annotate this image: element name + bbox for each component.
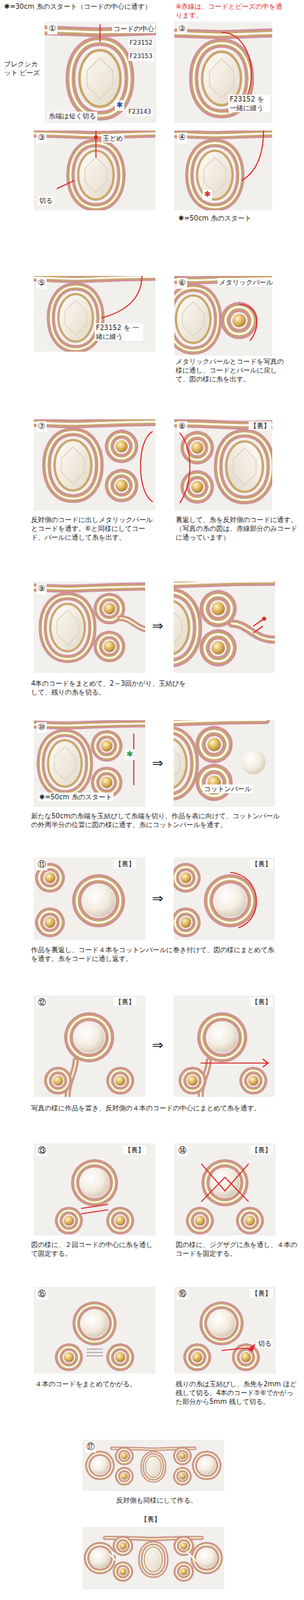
callout: F23152 を 一緒に縫う bbox=[94, 322, 144, 341]
callout: コードの中心 bbox=[112, 24, 156, 34]
arrow-sign: ⇒ bbox=[150, 616, 165, 634]
step-number: ⑤ bbox=[36, 277, 47, 289]
back-side-mark: 【裏】 bbox=[248, 420, 272, 430]
note: ※赤線は、コードとビーズの中を通ります。 bbox=[174, 2, 290, 20]
step-number: ① bbox=[47, 23, 58, 35]
instruction-text: ４本のコードをまとめてかがる。 bbox=[33, 1378, 157, 1387]
back-side-mark: 【裏】 bbox=[139, 1513, 163, 1523]
instruction-text: 反対側のコードに出しメタリックパールとコードを通す。⑥と同様にしてコード、パール… bbox=[29, 514, 155, 542]
instruction-text: 新たな50cmの糸端を玉結びして糸端を切り、作品を表に向けて、コットンパールの外… bbox=[29, 810, 282, 829]
instruction-text: 写真の様に作品を置き、反対側の４本のコードの中心にまとめて糸を通す。 bbox=[29, 1102, 282, 1112]
part-number: F23153 bbox=[128, 52, 155, 61]
back-side-mark: 【裏】 bbox=[113, 996, 137, 1006]
step-number: ⑮ bbox=[36, 1287, 48, 1299]
step-number: ⑦ bbox=[36, 420, 47, 432]
callout: ✱=50cm 糸のスタート bbox=[37, 791, 114, 801]
instruction-text: メタリックパールとコードを写真の様に通し、コードとパールに戻して、図の様に糸を出… bbox=[174, 356, 291, 384]
callout: メタリックパール bbox=[217, 277, 275, 287]
callout: 玉どめ bbox=[101, 133, 125, 143]
step-number: ⑩ bbox=[36, 721, 47, 733]
step-number: ② bbox=[176, 23, 188, 35]
start-mark: ✱ bbox=[124, 748, 135, 760]
step-number: ⑧ bbox=[176, 420, 188, 432]
back-side-mark: 【裏】 bbox=[249, 1144, 273, 1154]
arrow-sign: ⇒ bbox=[150, 888, 165, 906]
note: ✱=30cm 糸のスタート（コードの中心に通す） bbox=[2, 2, 153, 11]
instruction-text: 図の様に、２回コードの中心に糸を通して固定する。 bbox=[29, 1238, 157, 1257]
callout: ✱=50cm 糸のスタート bbox=[176, 213, 253, 223]
back-side-mark: 【裏】 bbox=[249, 858, 273, 868]
arrow-sign: ⇒ bbox=[150, 753, 165, 771]
instruction-text: 裏返して、糸を反対側のコードに通す。（写真の糸の図は、赤線部分のみコードに通って… bbox=[174, 514, 299, 542]
step-number: ⑫ bbox=[36, 996, 48, 1008]
callout: コットンパール bbox=[202, 783, 253, 793]
step-number: ⑰ bbox=[85, 1440, 96, 1452]
step-number: ④ bbox=[176, 132, 188, 144]
step-number: ⑪ bbox=[36, 858, 48, 870]
part-number: F23143 bbox=[127, 108, 153, 117]
callout: プレクシカット ビーズ bbox=[2, 59, 42, 78]
step-number: ⑥ bbox=[176, 277, 188, 289]
instruction-text: 図の様に、ジグザグに糸を通し、４本のコードを固定する。 bbox=[174, 1238, 300, 1257]
start-mark: ✱ bbox=[202, 189, 213, 200]
back-side-mark: 【裏】 bbox=[249, 1287, 273, 1297]
start-mark: ✱ bbox=[114, 99, 125, 111]
step-number: ⑯ bbox=[176, 1287, 188, 1299]
callout: 切る bbox=[256, 1337, 273, 1347]
step-number: ③ bbox=[36, 132, 47, 144]
back-side-mark: 【裏】 bbox=[249, 996, 273, 1006]
callout: 切る bbox=[37, 195, 55, 205]
instruction-text: 残りの糸は玉結びし、糸先を2mm ほど残して切る。4本のコード⑤⑥でかがった部分… bbox=[174, 1378, 300, 1405]
part-number: F23152 bbox=[128, 39, 155, 48]
instruction-text: 4本のコードをまとめて、2～3回かがり、玉結びをして、残りの糸を切る。 bbox=[29, 678, 192, 696]
back-side-mark: 【裏】 bbox=[122, 1144, 146, 1154]
callout: F23152 を 一緒に縫う bbox=[228, 94, 271, 113]
step-number: ⑨ bbox=[36, 583, 47, 594]
step-number: ⑭ bbox=[176, 1144, 188, 1156]
back-side-mark: 【裏】 bbox=[113, 858, 137, 868]
instruction-text: 反対側も同様にして作る。 bbox=[114, 1494, 199, 1504]
instruction-text: 作品を裏返し、コード４本をコットンパールに巻き付けて、図の様にまとめて糸を通す。… bbox=[29, 944, 282, 962]
step-number: ⑬ bbox=[36, 1144, 48, 1156]
arrow-sign: ⇒ bbox=[150, 1034, 165, 1053]
callout: 糸端は短く切る bbox=[47, 111, 98, 121]
